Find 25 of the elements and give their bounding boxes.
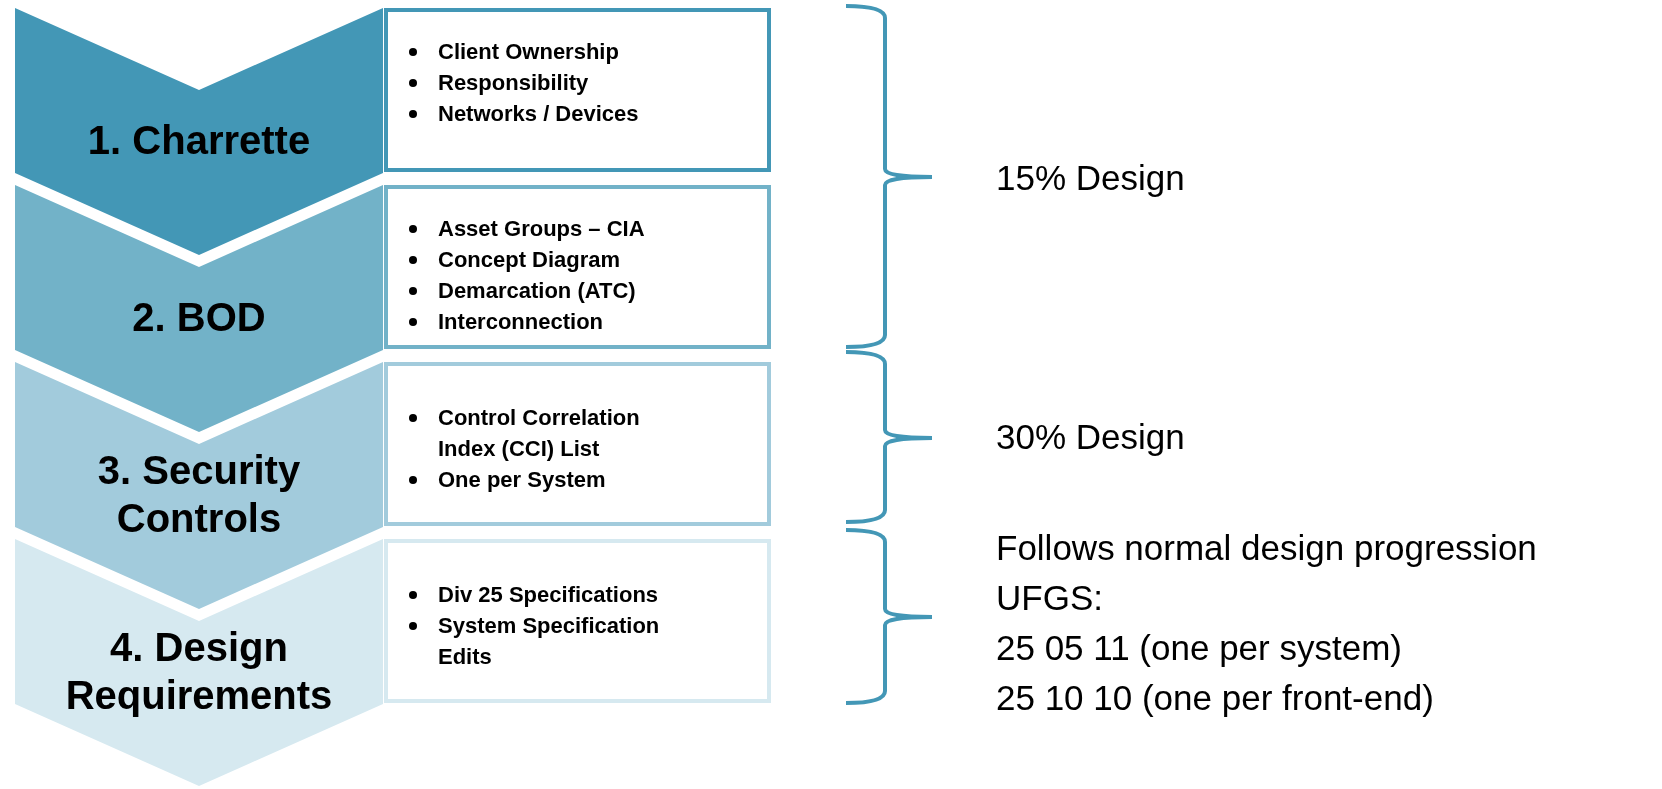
bullet-item: One per System — [438, 467, 606, 492]
bullet-item: Networks / Devices — [438, 101, 639, 126]
bullet-item: Control Correlation Index (CCI) List — [438, 405, 640, 461]
step-title: 2. BOD — [131, 294, 267, 341]
note-text: 25 10 10 (one per front-end) — [996, 678, 1434, 718]
step-title: 3. Security Controls — [96, 447, 302, 542]
note-text: 25 05 11 (one per system) — [996, 628, 1402, 668]
bullet-item: Responsibility — [438, 70, 589, 95]
bullet-item: Concept Diagram — [438, 247, 621, 272]
list-card — [384, 539, 771, 703]
list-card — [384, 362, 771, 526]
note-text: 30% Design — [996, 417, 1185, 457]
step-title: 1. Charrette — [86, 117, 312, 164]
note-text: Follows normal design progression — [996, 528, 1537, 568]
list-card — [384, 185, 771, 349]
bullet-item: Div 25 Specifications — [438, 582, 659, 607]
bullet-item: Demarcation (ATC) — [438, 278, 636, 303]
bullet-item: Interconnection — [438, 309, 603, 334]
note-text: 15% Design — [996, 158, 1185, 198]
note-text: UFGS: — [996, 578, 1103, 618]
list-card — [384, 8, 771, 172]
bullet-item: Client Ownership — [438, 39, 619, 64]
step-title: 4. Design Requirements — [64, 624, 334, 719]
bullet-item: System Specification Edits — [438, 613, 660, 669]
bullet-item: Asset Groups – CIA — [438, 216, 645, 241]
